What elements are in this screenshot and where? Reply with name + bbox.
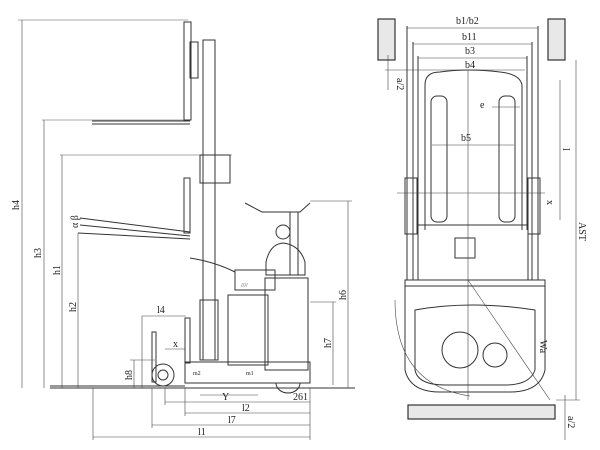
- control-panel: [234, 269, 276, 291]
- label-ast: AST: [576, 222, 587, 241]
- fork-tine-tilted: [79, 224, 191, 237]
- label-l7: l7: [228, 415, 236, 426]
- load-backrest: [424, 69, 523, 230]
- drive-unit: [482, 342, 508, 368]
- chassis: [184, 361, 311, 384]
- label-x: x: [173, 339, 178, 350]
- mast-rail-left: [404, 177, 418, 235]
- mast-rail-right: [527, 177, 541, 235]
- label-h2: h2: [68, 302, 79, 312]
- label-l1: l1: [198, 427, 206, 438]
- driver-head: [275, 224, 291, 240]
- turning-radius-line: [467, 279, 551, 401]
- label-top-x: x: [544, 200, 555, 205]
- pallet-block-left: [377, 18, 396, 61]
- label-b1-b2: b1/b2: [456, 16, 479, 27]
- label-h3: h3: [33, 248, 44, 258]
- mast-assembly: [417, 224, 529, 281]
- dimension-lines: [21, 20, 352, 440]
- truck-body: [404, 285, 546, 393]
- pallet-block-bottom: [407, 404, 556, 420]
- label-h1: h1: [52, 265, 63, 275]
- label-e: e: [480, 100, 485, 111]
- label-l: l: [560, 148, 571, 151]
- label-b4: b4: [465, 60, 475, 71]
- operator-area: [414, 304, 536, 386]
- label-a-half-top: a/2: [394, 78, 405, 90]
- label-h4: h4: [11, 200, 22, 210]
- label-tilt-angles: α β: [70, 215, 81, 228]
- pallet-block-right: [547, 18, 566, 61]
- label-b3: b3: [465, 46, 475, 57]
- battery-compartment: [227, 294, 269, 366]
- fork-left: [430, 95, 448, 223]
- operator-compartment: [264, 277, 309, 371]
- overhead-guard: [244, 202, 311, 213]
- outrigger-post: [151, 331, 157, 383]
- label-l4: l4: [157, 305, 165, 316]
- label-wa: Wa: [537, 340, 548, 354]
- top-view: b1/b2 b11 b3 b4 a/2 b5 e x l AST: [377, 16, 587, 440]
- fork-right: [498, 95, 516, 223]
- hydraulic-hose: [189, 257, 236, 273]
- label-h6: h6: [338, 290, 349, 300]
- label-l2: l2: [242, 403, 250, 414]
- label-b5: b5: [461, 133, 471, 144]
- frame-rails: [406, 26, 539, 280]
- turning-arc: [394, 299, 471, 397]
- front-wheel-hub: [157, 369, 169, 381]
- label-h7: h7: [323, 338, 334, 348]
- hydraulic-unit: [454, 237, 476, 259]
- mast-base: [199, 299, 219, 361]
- label-261: 261: [293, 392, 308, 403]
- label-h8: h8: [124, 370, 135, 380]
- steering-wheel: [441, 331, 479, 369]
- vent-marking: ////: [241, 283, 248, 289]
- mast: [202, 39, 216, 361]
- label-y: Y: [222, 392, 229, 403]
- driver-body: [265, 242, 306, 276]
- fork-carriage-top: [183, 21, 192, 121]
- label-m2: m2: [193, 371, 201, 377]
- front-wheel: [151, 363, 175, 387]
- fork-tine-tilted: [79, 217, 191, 233]
- mast-bracket: [189, 41, 199, 79]
- fork-carriage-mid: [183, 177, 191, 234]
- side-view: ////: [11, 19, 355, 440]
- mast-head: [199, 154, 231, 184]
- fork-tine-tilted: [77, 232, 191, 240]
- label-m1: m1: [246, 371, 254, 377]
- drive-wheel: [275, 382, 301, 394]
- outrigger-post: [184, 317, 191, 364]
- chassis-front-edge: [404, 279, 546, 287]
- label-b11: b11: [462, 32, 477, 43]
- label-a-half-bottom: a/2: [565, 416, 576, 428]
